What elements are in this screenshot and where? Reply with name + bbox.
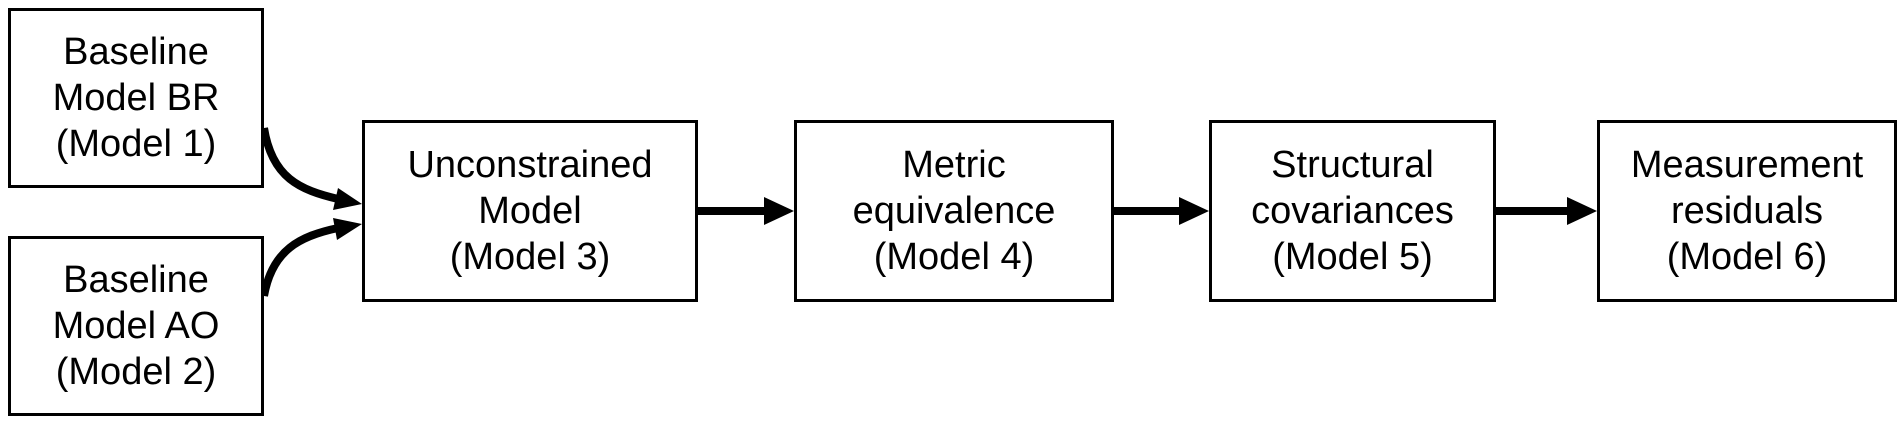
node-label-line: Structural xyxy=(1271,144,1434,186)
node-label-line: residuals xyxy=(1670,190,1824,232)
node-label-line: Metric xyxy=(902,144,1006,186)
node-metric-equivalence: Metric equivalence (Model 4) xyxy=(794,120,1114,302)
node-label-line: (Model 1) xyxy=(55,123,217,165)
node-unconstrained-model: Unconstrained Model (Model 3) xyxy=(362,120,698,302)
node-label: Baseline Model BR (Model 1) xyxy=(53,29,220,167)
node-label-line: (Model 5) xyxy=(1272,236,1433,278)
node-label-line: Measurement xyxy=(1630,144,1864,186)
node-label: Structural covariances (Model 5) xyxy=(1251,142,1454,280)
node-label-line: (Model 2) xyxy=(55,351,217,393)
arrowhead-baseline-ao xyxy=(333,218,362,240)
node-structural-covariances: Structural covariances (Model 5) xyxy=(1209,120,1496,302)
node-label-line: covariances xyxy=(1251,190,1454,232)
node-label-line: (Model 4) xyxy=(873,236,1035,278)
edge-baseline-ao-to-unconstrained xyxy=(260,224,339,297)
node-label: Unconstrained Model (Model 3) xyxy=(407,142,652,280)
node-label: Measurement residuals (Model 6) xyxy=(1631,142,1863,280)
node-label: Baseline Model AO (Model 2) xyxy=(53,257,220,395)
arrowhead-metric xyxy=(764,197,794,225)
node-label-line: Unconstrained xyxy=(407,144,653,186)
arrowhead-structural xyxy=(1179,197,1209,225)
node-label-line: Model BR xyxy=(52,77,220,119)
node-label-line: (Model 3) xyxy=(449,236,611,278)
node-baseline-model-br: Baseline Model BR (Model 1) xyxy=(8,8,264,188)
node-label-line: Model xyxy=(478,190,582,232)
node-label-line: Baseline xyxy=(63,259,209,301)
node-label-line: Model AO xyxy=(52,305,220,347)
node-label-line: equivalence xyxy=(852,190,1056,232)
node-label: Metric equivalence (Model 4) xyxy=(853,142,1056,280)
node-label-line: (Model 6) xyxy=(1666,236,1828,278)
arrowhead-baseline-br xyxy=(333,188,362,210)
arrowhead-residuals xyxy=(1567,197,1597,225)
node-measurement-residuals: Measurement residuals (Model 6) xyxy=(1597,120,1897,302)
node-label-line: Baseline xyxy=(63,31,209,73)
node-baseline-model-ao: Baseline Model AO (Model 2) xyxy=(8,236,264,416)
edge-baseline-br-to-unconstrained xyxy=(260,127,339,203)
